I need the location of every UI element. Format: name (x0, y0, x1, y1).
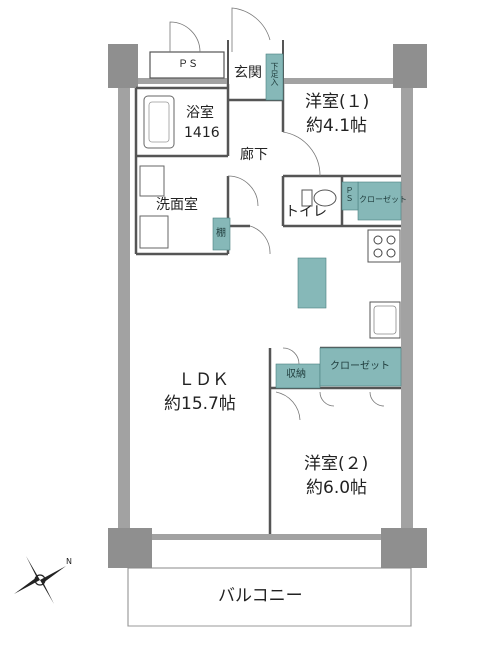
balcony-label: バルコニー (218, 586, 303, 606)
corridor-label: 廊下 (240, 147, 268, 163)
genkan-label: 玄関 (234, 65, 262, 81)
toilet-label: トイレ (285, 204, 327, 220)
washbasin (139, 165, 165, 197)
toilet-bowl (313, 189, 337, 207)
balcony-area (127, 567, 412, 627)
washroom-label: 洗面室 (156, 197, 198, 213)
corner-pillars (108, 44, 427, 568)
western2-name-label: 洋室(２) (304, 454, 369, 474)
compass-icon (14, 556, 66, 604)
bath-name-label: 浴室 (186, 105, 214, 121)
tana-shelf (212, 217, 231, 251)
stove (367, 229, 401, 263)
ldk-size-label: 約15.7帖 (164, 394, 236, 414)
closet1-box (357, 181, 402, 221)
exterior-walls (118, 78, 413, 540)
ps-top-label: ＰＳ (178, 59, 198, 70)
closet2-box (319, 347, 402, 387)
shoe-cabinet (265, 53, 284, 101)
ps-small-label: ＰＳ (345, 186, 354, 202)
western1-size-label: 約4.1帖 (306, 116, 368, 136)
kitchen-counter (297, 257, 327, 309)
bath-size-label: 1416 (184, 125, 220, 141)
compass-north-label: N (66, 557, 72, 566)
shitasoku-label: 下足入 (270, 62, 279, 86)
shuno-box (275, 363, 321, 389)
closet2-label: クローゼット (330, 361, 390, 372)
ldk-name-label: ＬＤＫ (178, 370, 229, 390)
western1-name-label: 洋室(１) (305, 92, 370, 112)
ps-top-box (149, 51, 225, 79)
western2-size-label: 約6.0帖 (306, 478, 368, 498)
tana-label: 棚 (216, 228, 226, 239)
washing-machine-pan (139, 215, 169, 249)
closet1-label: クローゼット (359, 195, 407, 204)
ps-small-box (341, 181, 359, 211)
shuno-label: 収納 (286, 369, 306, 380)
